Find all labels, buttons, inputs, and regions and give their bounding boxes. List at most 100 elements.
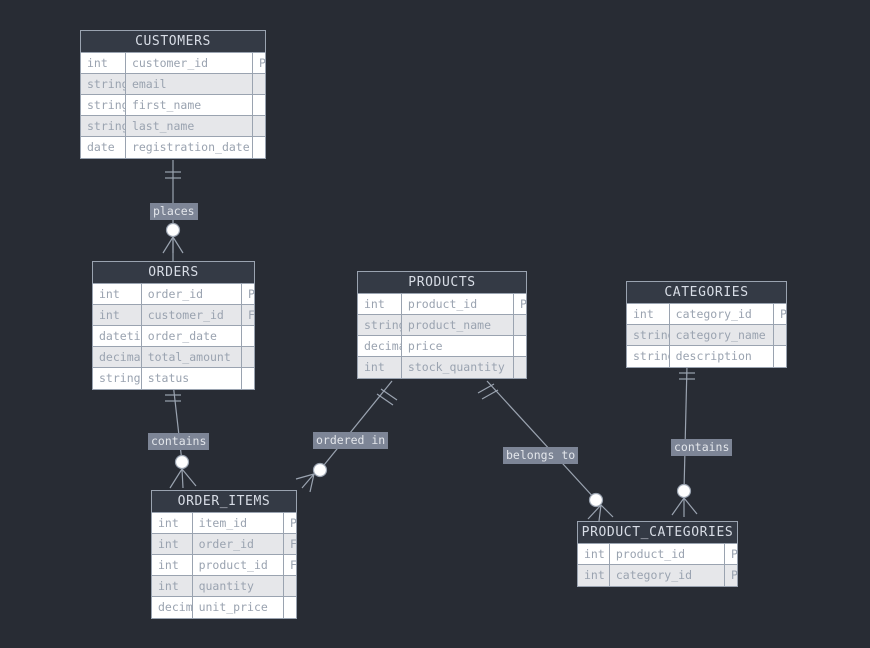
- attribute-name: total_amount: [142, 347, 242, 367]
- attribute-name: category_name: [670, 325, 774, 345]
- attribute-name: product_id: [610, 544, 725, 564]
- attribute-name: product_id: [402, 294, 514, 314]
- attribute-type: string: [93, 368, 142, 389]
- attribute-name: item_id: [193, 513, 284, 533]
- attribute-type: string: [81, 95, 126, 115]
- attribute-type: string: [627, 325, 670, 345]
- attribute-key: [253, 95, 265, 115]
- attribute-type: int: [578, 544, 610, 564]
- entity-title: CATEGORIES: [627, 282, 786, 304]
- attribute-key: PK,FK: [731, 547, 737, 561]
- entity-categories[interactable]: CATEGORIESintcategory_idPKstringcategory…: [626, 281, 787, 368]
- attribute-type: int: [152, 534, 193, 554]
- relationship-label[interactable]: ordered in: [313, 432, 389, 449]
- attribute-name: order_date: [142, 326, 242, 346]
- edge-categories-productcategories: [683, 364, 688, 492]
- attribute-row: decimaltotal_amount: [93, 347, 254, 368]
- attribute-name: product_name: [402, 315, 514, 335]
- relationship-label[interactable]: contains: [148, 433, 210, 450]
- entity-title: PRODUCT_CATEGORIES: [578, 522, 737, 544]
- attribute-key: PK: [248, 287, 254, 301]
- attribute-name: status: [142, 368, 242, 389]
- attribute-key: [284, 597, 296, 618]
- entity-title: PRODUCTS: [358, 272, 526, 294]
- attribute-key: [284, 576, 296, 596]
- attribute-name: category_id: [610, 565, 725, 586]
- attribute-key: [514, 336, 526, 356]
- edge-products-orderitems: [319, 380, 393, 471]
- entity-customers[interactable]: CUSTOMERSintcustomer_idPKstringemailstri…: [80, 30, 266, 159]
- attribute-type: int: [152, 576, 193, 596]
- attribute-type: int: [578, 565, 610, 586]
- attribute-name: stock_quantity: [402, 357, 514, 378]
- attribute-type: int: [152, 555, 193, 575]
- attribute-key: [242, 326, 254, 346]
- entity-orders[interactable]: ORDERSintorder_idPKintcustomer_idFKdatet…: [92, 261, 255, 390]
- attribute-name: order_id: [193, 534, 284, 554]
- attribute-key: PK: [520, 297, 526, 311]
- entity-order_items[interactable]: ORDER_ITEMSintitem_idPKintorder_idFKintp…: [151, 490, 297, 619]
- attribute-key: [242, 347, 254, 367]
- relationship-label[interactable]: places: [150, 203, 198, 220]
- attribute-key: [774, 346, 786, 367]
- attribute-key: [774, 325, 786, 345]
- attribute-name: email: [126, 74, 253, 94]
- relationship-label[interactable]: contains: [671, 439, 733, 456]
- attribute-name: price: [402, 336, 514, 356]
- attribute-key: [242, 368, 254, 389]
- attribute-type: int: [81, 53, 126, 73]
- attribute-name: product_id: [193, 555, 284, 575]
- attribute-type: decimal: [152, 597, 193, 618]
- entity-title: CUSTOMERS: [81, 31, 265, 53]
- attribute-key: PK: [259, 56, 265, 70]
- attribute-name: description: [670, 346, 774, 367]
- attribute-type: decimal: [358, 336, 402, 356]
- attribute-key: FK: [290, 537, 296, 551]
- attribute-type: int: [152, 513, 193, 533]
- attribute-key: [253, 137, 265, 158]
- attribute-name: registration_date: [126, 137, 253, 158]
- attribute-type: int: [358, 294, 402, 314]
- attribute-row: stringcategory_name: [627, 325, 786, 346]
- attribute-key: [253, 74, 265, 94]
- attribute-type: decimal: [93, 347, 142, 367]
- relationship-label[interactable]: belongs to: [503, 447, 579, 464]
- attribute-key: [514, 315, 526, 335]
- attribute-type: string: [81, 74, 126, 94]
- attribute-name: category_id: [670, 304, 774, 324]
- attribute-type: date: [81, 137, 126, 158]
- attribute-name: order_id: [142, 284, 242, 304]
- attribute-name: unit_price: [193, 597, 284, 618]
- attribute-row: datetimeorder_date: [93, 326, 254, 347]
- attribute-name: first_name: [126, 95, 253, 115]
- attribute-name: quantity: [193, 576, 284, 596]
- attribute-row: decimalprice: [358, 336, 526, 357]
- attribute-type: string: [627, 346, 670, 367]
- attribute-type: int: [93, 284, 142, 304]
- attribute-row: decimalunit_price: [152, 597, 296, 618]
- entity-product_categories[interactable]: PRODUCT_CATEGORIESintproduct_idPK,FKintc…: [577, 521, 738, 587]
- attribute-type: datetime: [93, 326, 142, 346]
- attribute-type: string: [81, 116, 126, 136]
- attribute-name: customer_id: [142, 305, 242, 325]
- attribute-key: FK: [290, 558, 296, 572]
- attribute-key: [514, 357, 526, 378]
- edge-products-productcategories: [486, 380, 597, 501]
